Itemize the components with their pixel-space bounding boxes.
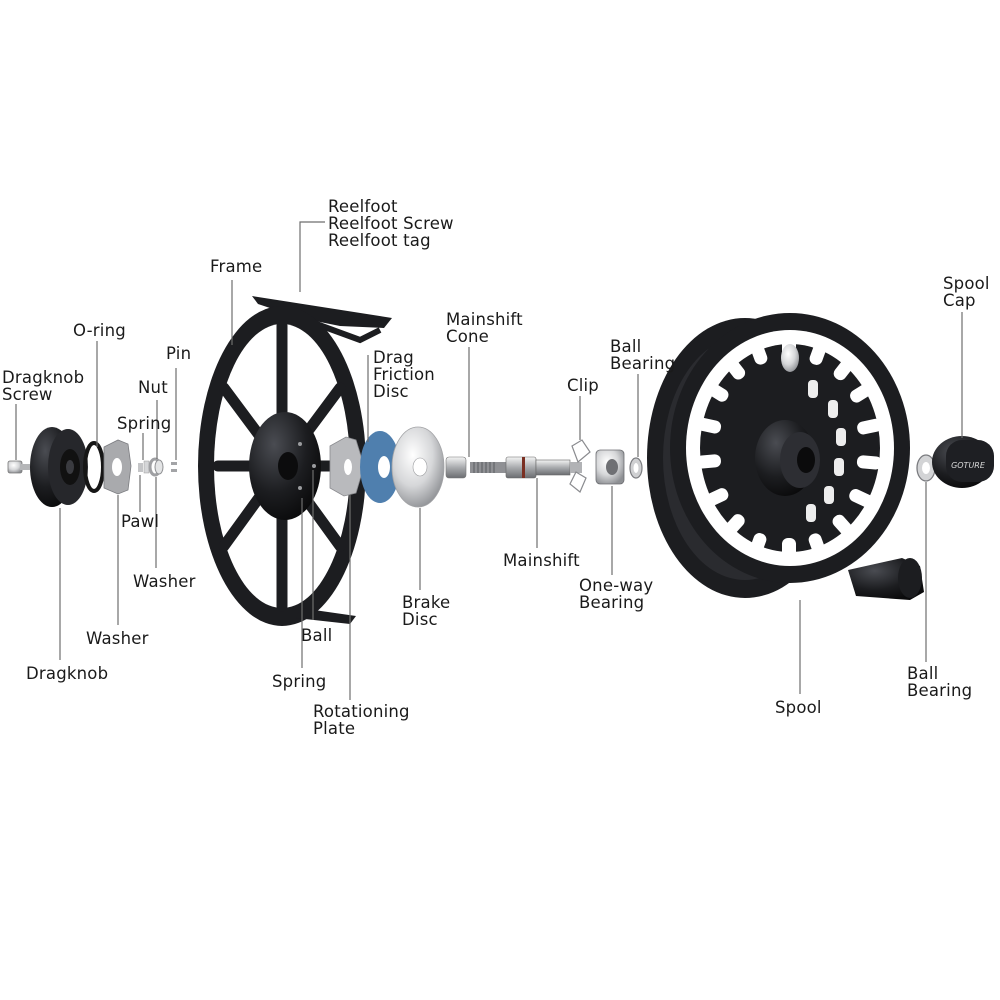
mainshift-cone-part	[445, 456, 467, 479]
one-way-bearing-part	[595, 449, 625, 485]
label-washer-large: Washer	[86, 629, 149, 648]
label-mainshift: Mainshift	[503, 551, 580, 570]
label-spool-cap-line2: Cap	[943, 291, 976, 310]
label-washer-small: Washer	[133, 572, 196, 591]
label-one-way-line1: One-way	[579, 576, 653, 595]
label-mainshift-cone-line2: Cone	[446, 327, 489, 346]
label-drag-friction-line3: Disc	[373, 382, 409, 401]
label-reelfoot: Reelfoot	[328, 197, 398, 216]
label-nut: Nut	[138, 378, 168, 397]
brake-disc-part	[391, 426, 445, 508]
label-pin: Pin	[166, 344, 191, 363]
label-o-ring: O-ring	[73, 321, 126, 340]
label-spring-top: Spring	[117, 414, 171, 433]
small-parts-cluster	[138, 457, 177, 477]
dragknob-part	[30, 427, 88, 507]
spool-part	[647, 313, 924, 600]
label-brake-disc-line2: Disc	[402, 610, 438, 629]
label-ball-bearing-top-line1: Ball	[610, 337, 641, 356]
mainshift-part	[470, 456, 582, 479]
label-pawl: Pawl	[121, 512, 159, 531]
label-drag-friction-line1: Drag	[373, 348, 414, 367]
label-dragknob: Dragknob	[26, 664, 108, 683]
label-spool-cap-line1: Spool	[943, 274, 990, 293]
label-mainshift-cone-line1: Mainshift	[446, 310, 523, 329]
label-one-way-line2: Bearing	[579, 593, 644, 612]
label-brake-disc-line1: Brake	[402, 593, 450, 612]
label-ball: Ball	[301, 626, 332, 645]
label-drag-friction-line2: Friction	[373, 365, 435, 384]
rotationing-plate-part	[329, 436, 365, 497]
label-reelfoot-screw: Reelfoot Screw	[328, 214, 454, 233]
part-labels: Reelfoot Reelfoot Screw Reelfoot tag Fra…	[2, 197, 990, 738]
label-ball-bearing-top-line2: Bearing	[610, 354, 675, 373]
frame-part	[198, 296, 392, 626]
label-ball-bearing-bottom-line2: Bearing	[907, 681, 972, 700]
label-ball-bearing-bottom-line1: Ball	[907, 664, 938, 683]
label-frame: Frame	[210, 257, 262, 276]
spool-cap-part: GOTURE	[932, 436, 994, 488]
dragknob-screw-part	[7, 460, 30, 474]
label-dragknob-screw-line2: Screw	[2, 385, 53, 404]
label-spring-bottom: Spring	[272, 672, 326, 691]
label-dragknob-screw-line1: Dragknob	[2, 368, 84, 387]
washer-large-part	[103, 439, 132, 495]
drag-friction-disc-part	[360, 431, 400, 503]
leader-lines	[15, 221, 963, 700]
brand-logo: GOTURE	[951, 461, 986, 470]
label-spool: Spool	[775, 698, 822, 717]
label-reelfoot-tag: Reelfoot tag	[328, 231, 431, 250]
label-rotationing-line2: Plate	[313, 719, 355, 738]
clip-part	[569, 439, 591, 493]
o-ring-part	[83, 441, 105, 493]
label-clip: Clip	[567, 376, 599, 395]
ball-bearing-top-part	[629, 457, 643, 479]
label-rotationing-line1: Rotationing	[313, 702, 410, 721]
